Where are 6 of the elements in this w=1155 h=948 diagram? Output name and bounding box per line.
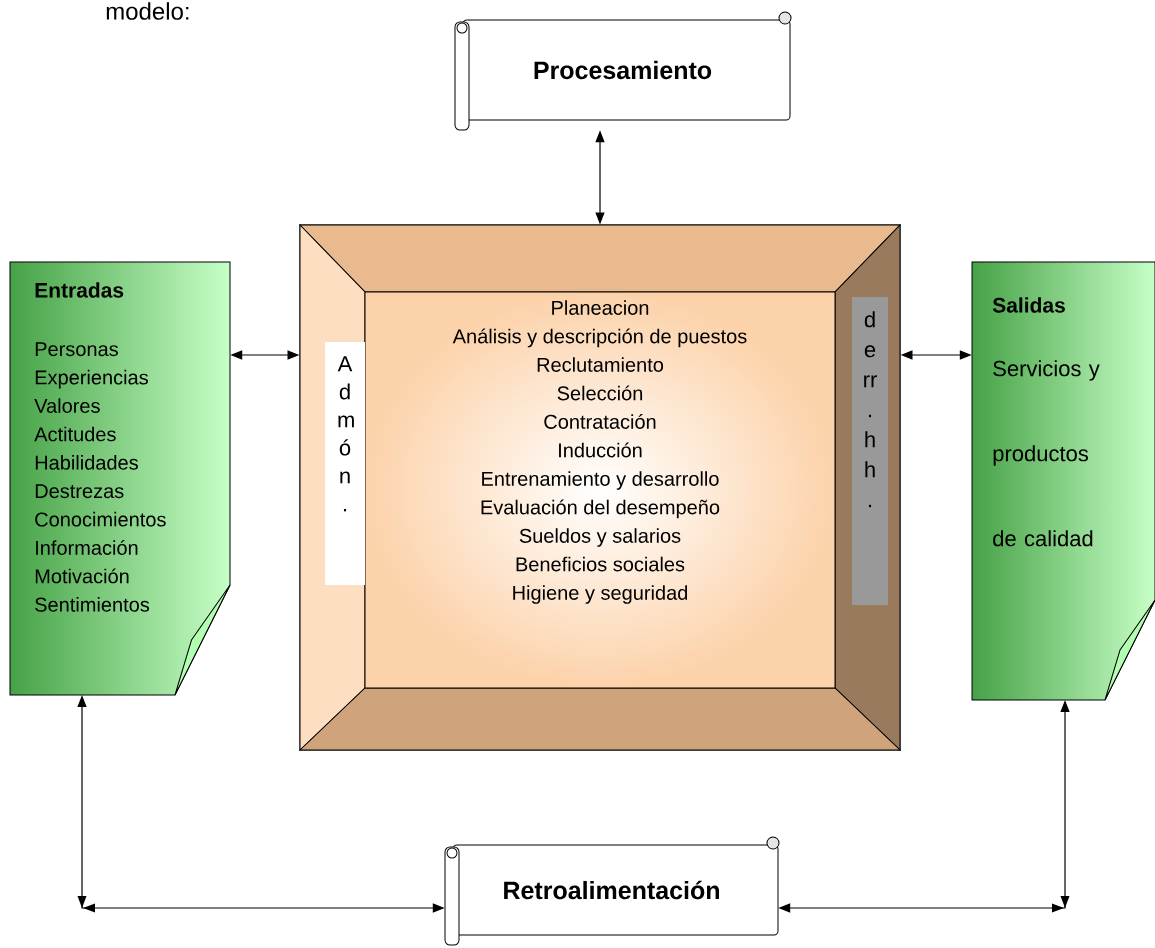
scroll-banner: Procesamiento <box>454 11 792 131</box>
vertical-label: de rr.hh. <box>852 297 888 605</box>
inner-panel: Planeacion Análisis y descripción de puestos Reclutamiento Selección Contratación Inducción Entrenamiento y desarrollo Evaluación del desempeño Sueldos y salarios Beneficios sociales Higiene y seguridad <box>364 291 836 689</box>
vertical-label: Admón. <box>325 342 365 585</box>
scroll-banner: Retroalimentación <box>444 836 780 946</box>
note-text: modelo: <box>106 2 189 20</box>
